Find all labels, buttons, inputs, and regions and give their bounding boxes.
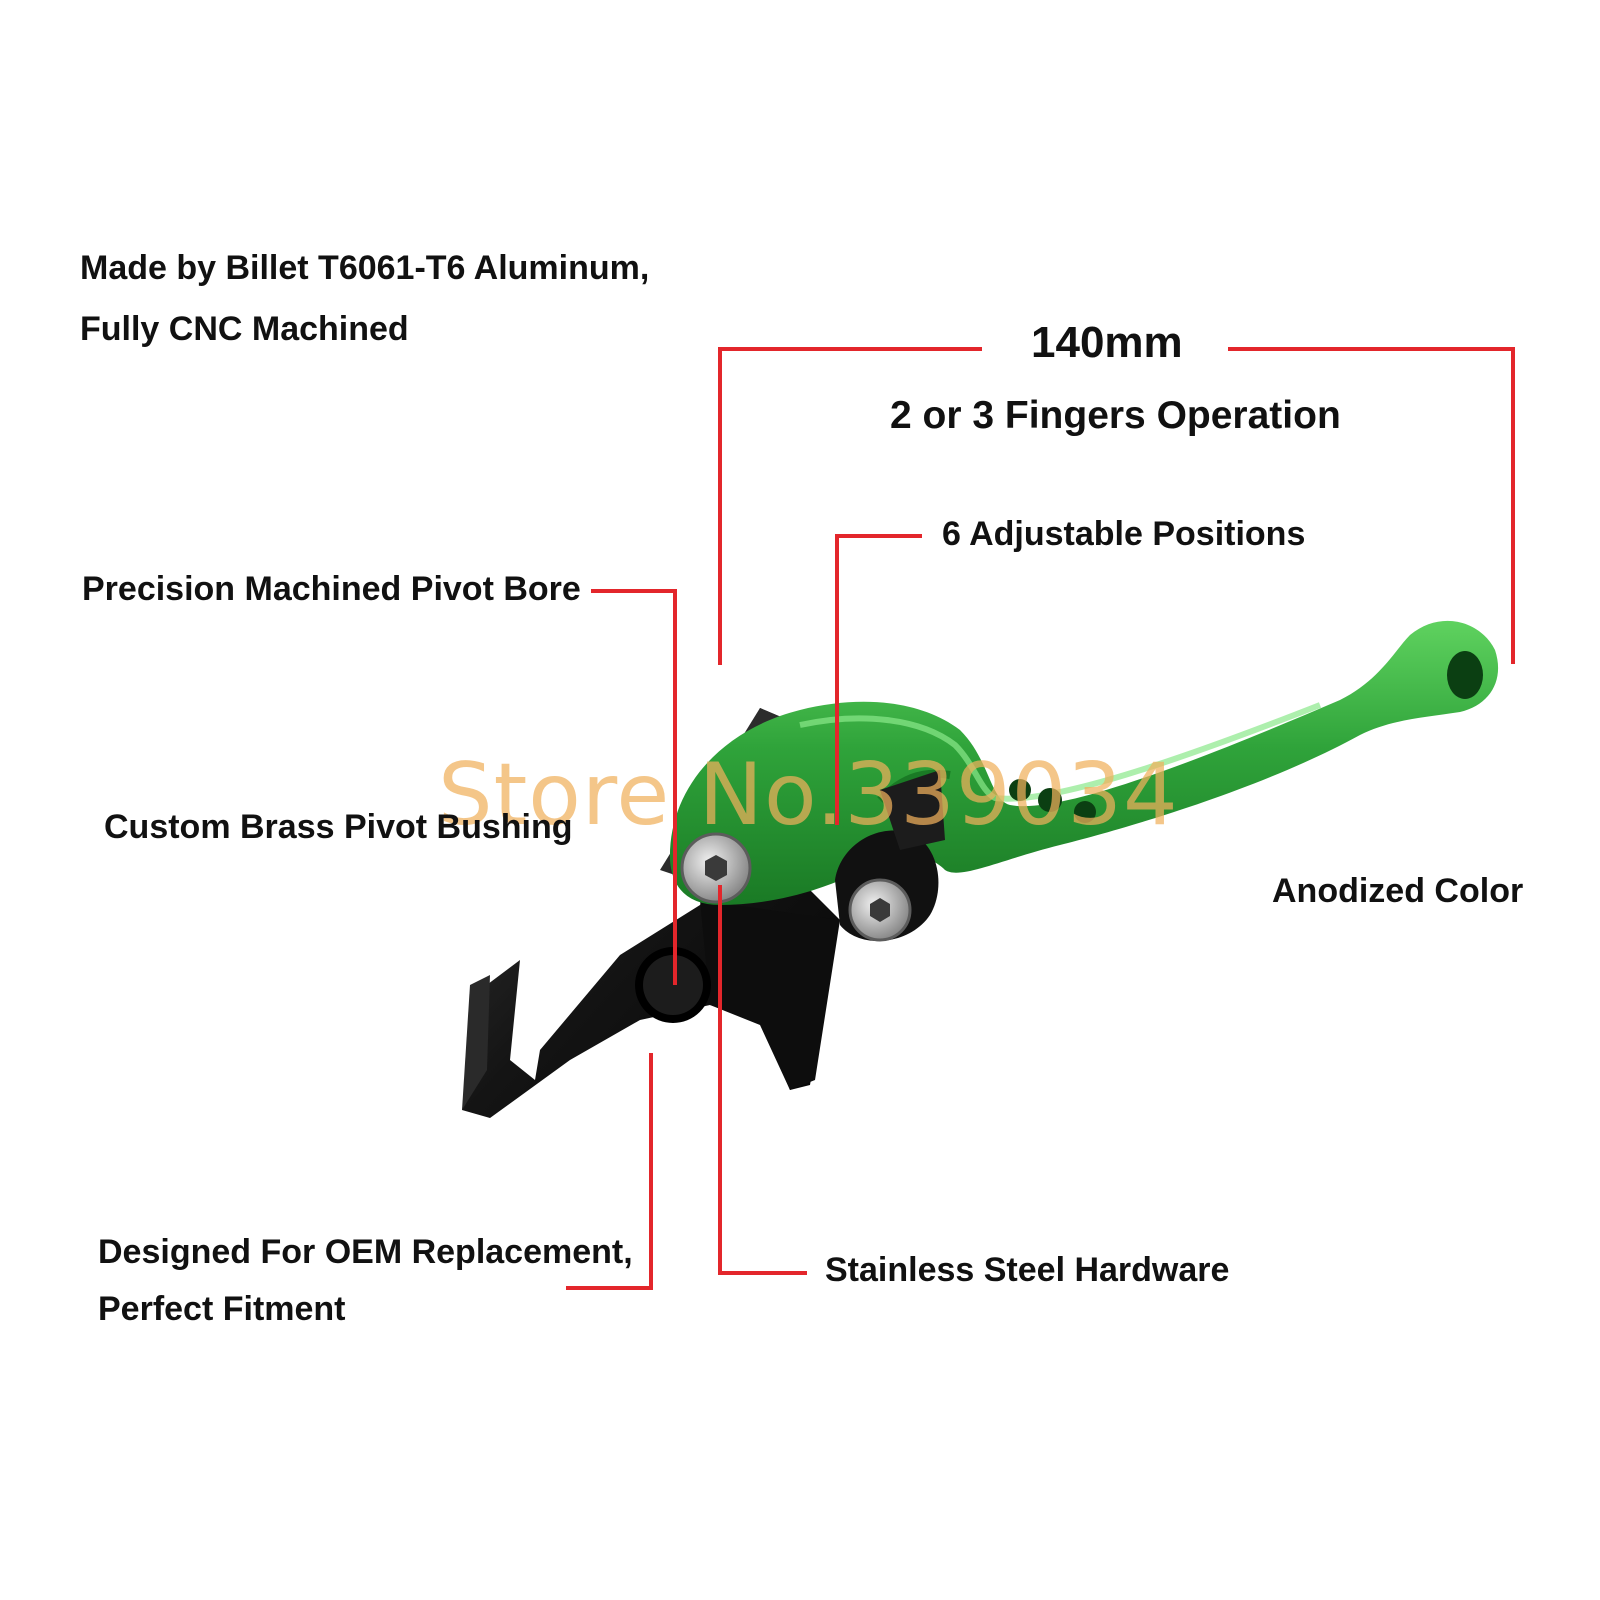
callout-length-right xyxy=(1228,347,1515,664)
callout-pivot-bore xyxy=(591,589,677,985)
material-label-line: Fully CNC Machined xyxy=(80,309,409,348)
hex-socket-icon xyxy=(870,898,890,922)
callout-length-left xyxy=(718,347,982,665)
material-label: Made by Billet T6061-T6 Aluminum, Fully … xyxy=(80,248,649,350)
pivot-bolt xyxy=(680,832,752,904)
callout-lines xyxy=(566,347,1515,1290)
lever-tip-hole xyxy=(1447,651,1483,699)
fingers-label: 2 or 3 Fingers Operation xyxy=(890,394,1341,437)
oem-label: Designed For OEM Replacement, Perfect Fi… xyxy=(98,1232,633,1330)
adjuster-hole xyxy=(1038,788,1062,812)
color-label: Anodized Color xyxy=(1272,872,1524,910)
store-watermark: Store No.339034 xyxy=(438,745,1179,845)
oem-label-line: Perfect Fitment xyxy=(98,1289,346,1328)
length-label: 140mm xyxy=(1031,318,1183,367)
hardware-label: Stainless Steel Hardware xyxy=(825,1251,1230,1289)
callout-positions xyxy=(835,534,922,825)
callout-oem xyxy=(566,1053,653,1290)
positions-label: 6 Adjustable Positions xyxy=(942,515,1306,553)
hex-socket-icon xyxy=(705,855,727,881)
adjuster-hole xyxy=(1009,779,1031,801)
material-label-line: Made by Billet T6061-T6 Aluminum, xyxy=(80,249,650,287)
bushing-label: Custom Brass Pivot Bushing xyxy=(104,808,573,846)
adjuster-bolt xyxy=(848,878,912,942)
callout-hardware xyxy=(718,885,807,1275)
oem-label-line: Designed For OEM Replacement, xyxy=(98,1233,633,1271)
pivot-bore-label: Precision Machined Pivot Bore xyxy=(82,570,581,608)
adjuster-hole xyxy=(1074,801,1096,823)
